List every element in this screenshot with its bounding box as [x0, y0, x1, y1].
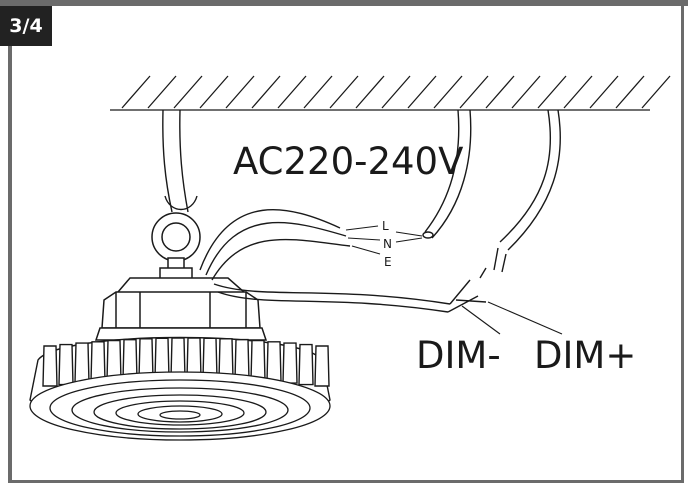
- heatsink-fin: [298, 343, 314, 386]
- hatch-line: [537, 75, 567, 109]
- heatsink-fin: [58, 343, 74, 386]
- dim-leader-lines: [461, 301, 563, 335]
- hatch-line: [147, 75, 177, 109]
- hatch-line: [433, 75, 463, 109]
- wire-label-earth: E: [384, 255, 392, 269]
- frame-top-border: [0, 0, 688, 6]
- mains-cable: [422, 109, 472, 239]
- led-plate: [29, 371, 331, 441]
- hatch-line: [251, 75, 281, 109]
- hatch-line: [641, 75, 671, 109]
- wire-label-neutral: N: [383, 237, 392, 251]
- frame-bottom-border: [8, 480, 684, 483]
- hatch-line: [615, 75, 645, 109]
- lamp-housing: [94, 277, 268, 341]
- hatch-line: [381, 75, 411, 109]
- hatch-line: [485, 75, 515, 109]
- hatch-line: [589, 75, 619, 109]
- terminal-wire-ends: [345, 225, 423, 255]
- frame-left-border: [8, 6, 12, 482]
- hatch-line: [173, 75, 203, 109]
- hatch-line: [329, 75, 359, 109]
- dim-cable: [213, 279, 487, 313]
- heatsink-fin: [266, 341, 282, 383]
- hatch-line: [355, 75, 385, 109]
- heatsink-fin: [90, 341, 106, 383]
- ceiling-hatching: [121, 75, 671, 109]
- voltage-label: AC220-240V: [233, 140, 463, 183]
- hatch-line: [199, 75, 229, 109]
- suspension-cable: [162, 109, 198, 213]
- hatch-line: [511, 75, 541, 109]
- heatsink-fin: [282, 342, 298, 384]
- hatch-line: [277, 75, 307, 109]
- ceiling: [110, 75, 671, 111]
- eye-bolt: [151, 212, 201, 281]
- dim-plus-label: DIM+: [534, 334, 636, 377]
- hatch-line: [407, 75, 437, 109]
- hatch-line: [121, 75, 151, 109]
- hatch-line: [563, 75, 593, 109]
- dim-minus-label: DIM-: [416, 334, 501, 377]
- heatsink-fin: [74, 342, 90, 384]
- dim-control-cable: [479, 109, 561, 279]
- hatch-line: [459, 75, 489, 109]
- heatsink-fin: [250, 339, 266, 382]
- frame-right-border: [681, 6, 684, 483]
- wire-label-live: L: [382, 219, 389, 233]
- heatsink-fin: [234, 338, 250, 381]
- step-badge: 3/4: [0, 6, 52, 46]
- power-cable: [199, 209, 351, 281]
- hatch-line: [225, 75, 255, 109]
- heatsink-fin: [314, 345, 330, 387]
- hatch-line: [303, 75, 333, 109]
- heatsink-fin: [42, 345, 58, 387]
